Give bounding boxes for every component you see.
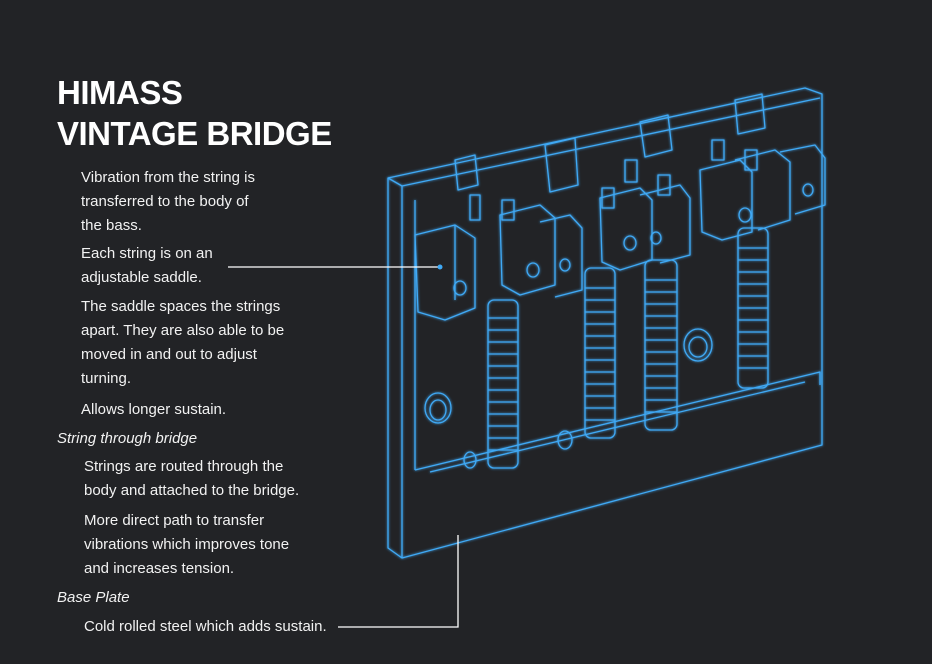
note-steel: Cold rolled steel which adds sustain. [84,618,327,635]
note-saddle: Each string is on an adjustable saddle. [81,245,213,286]
page-title: HIMASS VINTAGE BRIDGE [57,72,332,154]
note-routing: Strings are routed through the body and … [84,458,300,499]
note-sustain: Allows longer sustain. [81,401,227,418]
heading-string-through: String through bridge [57,430,198,447]
back-flange [454,93,766,193]
base-plate-leader-line [338,535,459,628]
note-vibration: Vibration from the string is transferred… [81,169,255,234]
note-tone: More direct path to transfer vibrations … [84,512,290,577]
saddle-leader-dot [437,264,443,270]
heading-base-plate: Base Plate [57,589,130,606]
screws [469,139,758,221]
mounting-holes [424,328,713,469]
title-line-2: VINTAGE BRIDGE [57,115,332,152]
springs [487,227,769,469]
title-line-1: HIMASS [57,74,183,111]
note-spacing: The saddle spaces the strings apart. The… [81,298,285,387]
saddles [414,144,826,321]
